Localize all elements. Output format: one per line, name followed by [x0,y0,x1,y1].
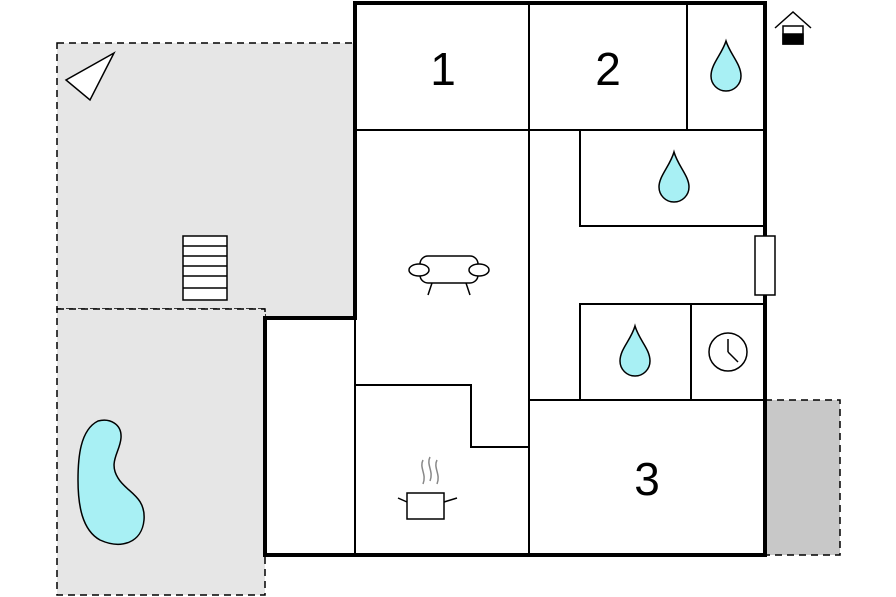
water-drop-icon [658,149,690,203]
outdoor-area [56,42,841,596]
water-drop-icon [710,38,742,92]
room-label-bedroom-3: 3 [634,453,660,505]
interior-walls [354,3,765,555]
house-interior [265,3,765,555]
door-icon [754,235,776,296]
sofa-icon [408,255,490,296]
covered-terrace [764,399,841,556]
water-drop-icon [619,323,651,377]
clock-icon [708,332,748,372]
compass-icon [64,51,116,102]
entrance-house-icon [774,10,812,45]
exterior-walls [263,1,767,557]
pool-icon [77,419,145,545]
room-label-bedroom-1: 1 [430,43,456,95]
cooking-pot-icon [397,456,458,520]
room-label-bedroom-2: 2 [595,43,621,95]
stairs-icon [182,235,228,301]
